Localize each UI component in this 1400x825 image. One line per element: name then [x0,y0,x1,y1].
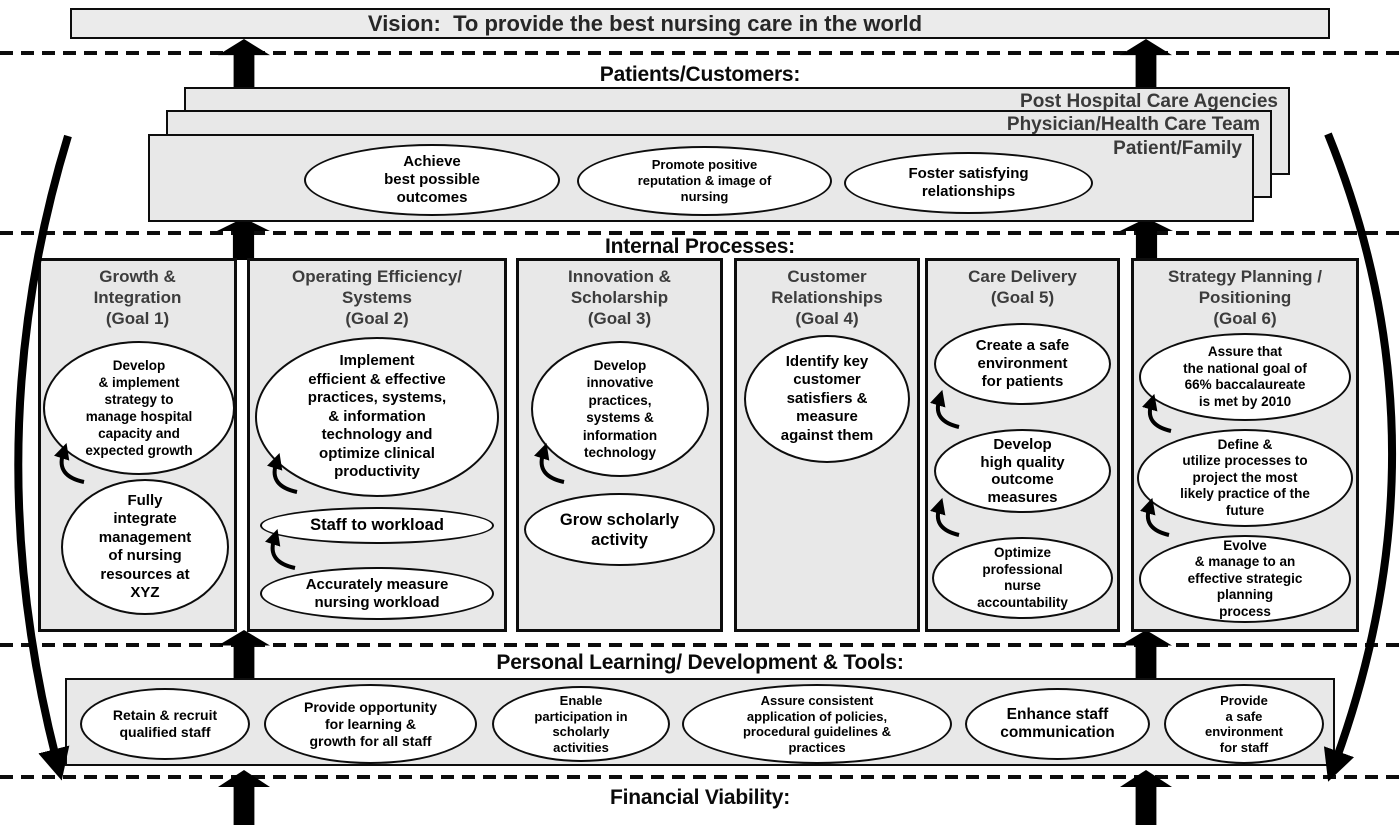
dashed-divider [0,51,1400,55]
goal-ellipse: Accurately measure nursing workload [260,567,494,620]
goal-ellipse: Develop high quality outcome measures [934,429,1111,513]
goal-column-1: Growth & Integration (Goal 1) Develop & … [38,258,237,632]
column-title: Growth & Integration (Goal 1) [93,267,182,328]
column-title: Strategy Planning / Positioning (Goal 6) [1168,267,1322,328]
learning-ellipse: Enable participation in scholarly activi… [492,686,670,762]
customer-goal-ellipse: Promote positive reputation & image of n… [577,146,832,216]
goal-column-2: Operating Efficiency/ Systems (Goal 2) I… [247,258,507,632]
customer-goal-ellipse: Achieve best possible outcomes [304,144,560,216]
column-title: Care Delivery (Goal 5) [968,267,1077,307]
learning-ellipse: Provide opportunity for learning & growt… [264,684,477,764]
goal-ellipse: Implement efficient & effective practice… [255,337,499,497]
goal-ellipse: Optimize professional nurse accountabili… [932,537,1113,619]
goal-ellipse: Identify key customer satisfiers & measu… [744,335,910,463]
learning-ellipse: Assure consistent application of policie… [682,684,952,764]
learning-panel: Retain & recruit qualified staff Provide… [65,678,1335,766]
vision-bar: Vision: To provide the best nursing care… [70,8,1330,39]
learning-ellipse: Enhance staff communication [965,688,1150,760]
column-title: Innovation & Scholarship (Goal 3) [568,267,671,328]
column-title: Operating Efficiency/ Systems (Goal 2) [291,267,463,328]
section-heading-learning: Personal Learning/ Development & Tools: [496,651,904,674]
section-heading-internal: Internal Processes: [605,235,795,258]
goal-column-4: Customer Relationships (Goal 4) Identify… [734,258,920,632]
layer-label: Post Hospital Care Agencies [1020,91,1278,112]
learning-ellipse: Provide a safe environment for staff [1164,684,1324,764]
goal-ellipse: Grow scholarly activity [524,493,715,566]
section-heading-financial: Financial Viability: [610,786,790,809]
vision-label: Vision: To provide the best nursing care… [367,10,923,36]
dashed-divider [0,775,1400,779]
goal-ellipse: Develop & implement strategy to manage h… [43,341,235,475]
goal-ellipse: Fully integrate management of nursing re… [61,479,229,615]
goal-ellipse: Assure that the national goal of 66% bac… [1139,333,1351,421]
goal-column-3: Innovation & Scholarship (Goal 3) Develo… [516,258,723,632]
goal-ellipse: Develop innovative practices, systems & … [531,341,709,477]
goal-ellipse: Create a safe environment for patients [934,323,1111,405]
goal-column-6: Strategy Planning / Positioning (Goal 6)… [1131,258,1359,632]
customer-goal-ellipse: Foster satisfying relationships [844,152,1093,214]
layer-label: Patient/Family [1113,138,1242,159]
goal-column-5: Care Delivery (Goal 5) Create a safe env… [925,258,1120,632]
section-heading-patients: Patients/Customers: [599,63,801,86]
dashed-divider [0,231,1400,235]
dashed-divider [0,643,1400,647]
learning-ellipse: Retain & recruit qualified staff [80,688,250,760]
goal-ellipse: Evolve & manage to an effective strategi… [1139,535,1351,623]
goal-ellipse: Staff to workload [260,507,494,544]
customer-layer-patient-family: Patient/Family Achieve best possible out… [148,134,1254,222]
column-title: Customer Relationships (Goal 4) [771,267,883,328]
goal-ellipse: Define & utilize processes to project th… [1137,429,1353,527]
layer-label: Physician/Health Care Team [1006,114,1260,135]
